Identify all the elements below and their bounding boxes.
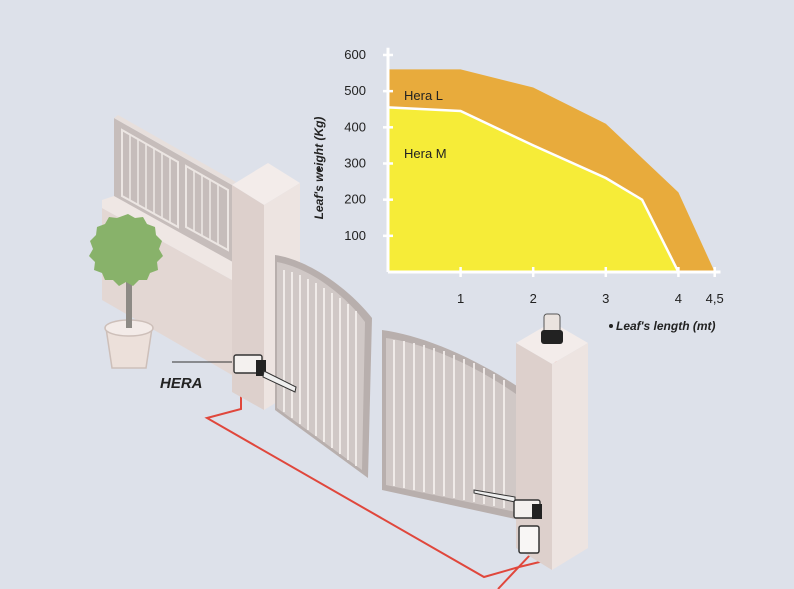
tree-crown <box>89 214 163 286</box>
series-labels: Hera L Hera M <box>387 88 680 273</box>
x-axis-title-bullet <box>609 324 613 328</box>
y-tick-label: 200 <box>344 192 366 207</box>
series-label-hera-l: Hera L <box>404 88 443 103</box>
flashing-light <box>541 313 563 344</box>
right-operator <box>473 489 542 519</box>
left-operator <box>233 354 297 393</box>
x-tick-label: 4 <box>675 291 682 306</box>
x-tick-label: 3 <box>602 291 609 306</box>
right-gate-leaf <box>382 330 520 520</box>
x-tick-labels: 1 2 3 4 4,5 <box>457 291 724 306</box>
series-label-hera-m: Hera M <box>404 146 447 161</box>
x-tick-label: 4,5 <box>706 291 724 306</box>
hera-label: HERA <box>160 375 203 392</box>
right-pillar <box>516 322 588 570</box>
y-tick-label: 400 <box>344 119 366 134</box>
left-gate-leaf <box>275 255 372 478</box>
left-fence <box>114 115 236 268</box>
y-tick-label: 300 <box>344 155 366 170</box>
gate-scene: HERA <box>89 115 588 589</box>
y-tick-labels: 100 200 300 400 500 600 <box>344 47 366 243</box>
y-tick-label: 500 <box>344 83 366 98</box>
x-tick-label: 1 <box>457 291 464 306</box>
x-tick-label: 2 <box>530 291 537 306</box>
hera-m-edge <box>387 106 680 273</box>
power-cable-out <box>497 554 531 589</box>
area-hera-m <box>388 107 679 273</box>
tree-trunk <box>126 282 132 328</box>
y-axis-title-bullet <box>317 168 321 172</box>
control-box <box>518 525 540 554</box>
x-axis-title: Leaf's length (mt) <box>616 319 716 333</box>
potted-tree <box>89 214 163 369</box>
y-tick-label: 600 <box>344 47 366 62</box>
chart-axes <box>383 47 721 277</box>
y-tick-label: 100 <box>344 228 366 243</box>
